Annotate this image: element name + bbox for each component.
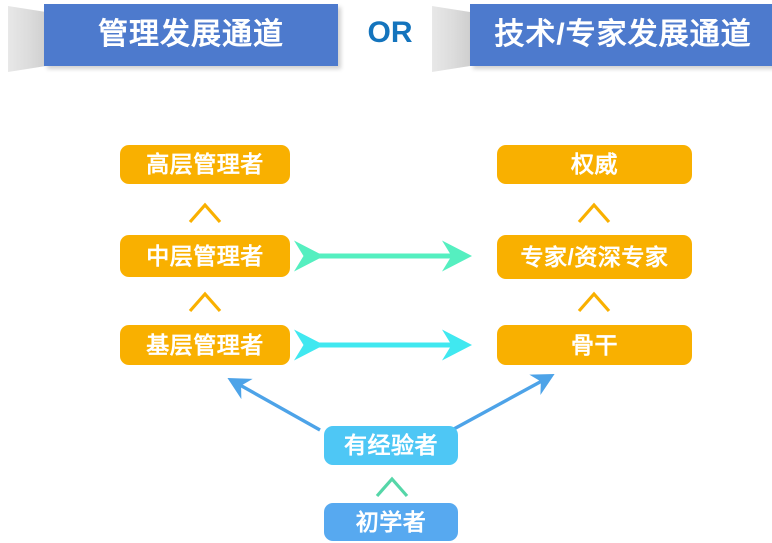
or-separator-label: OR	[367, 16, 413, 49]
node-senior-manager[interactable]: 高层管理者	[120, 145, 290, 184]
node-base-manager[interactable]: 基层管理者	[120, 325, 290, 365]
banner-label-management: 管理发展通道	[98, 18, 284, 51]
chevron-management-middle	[188, 291, 222, 313]
chevron-expert-middle	[577, 291, 611, 313]
node-label-senior-manager: 高层管理者	[146, 151, 264, 177]
chevron-entry	[375, 476, 409, 498]
node-middle-manager[interactable]: 中层管理者	[120, 235, 290, 277]
node-label-base-manager: 基层管理者	[146, 331, 264, 358]
chevron-management-top	[188, 202, 222, 224]
connector-promotion-to-management	[227, 378, 321, 432]
node-authority[interactable]: 权威	[497, 145, 692, 184]
node-label-experienced: 有经验者	[344, 432, 438, 458]
node-experienced[interactable]: 有经验者	[324, 426, 458, 465]
node-label-authority: 权威	[571, 151, 618, 177]
banner-label-expert: 技术/专家发展通道	[494, 18, 752, 51]
chevron-expert-top	[577, 202, 611, 224]
node-label-middle-manager: 中层管理者	[146, 242, 264, 269]
banner-management: 管理发展通道	[8, 4, 338, 72]
banner-plate-expert: 技术/专家发展通道	[470, 4, 772, 66]
banner-expert: 技术/专家发展通道	[432, 4, 772, 72]
banner-plate-management: 管理发展通道	[44, 4, 338, 66]
node-beginner[interactable]: 初学者	[324, 503, 458, 541]
node-label-expert: 专家/资深专家	[520, 243, 669, 270]
connector-promotion-to-expert	[451, 374, 555, 432]
node-backbone[interactable]: 骨干	[497, 325, 692, 365]
banner-fold-left-icon	[8, 6, 46, 72]
banner-fold-right-icon	[432, 6, 470, 72]
node-expert[interactable]: 专家/资深专家	[497, 235, 692, 279]
node-label-backbone: 骨干	[571, 331, 618, 358]
node-label-beginner: 初学者	[355, 508, 427, 535]
